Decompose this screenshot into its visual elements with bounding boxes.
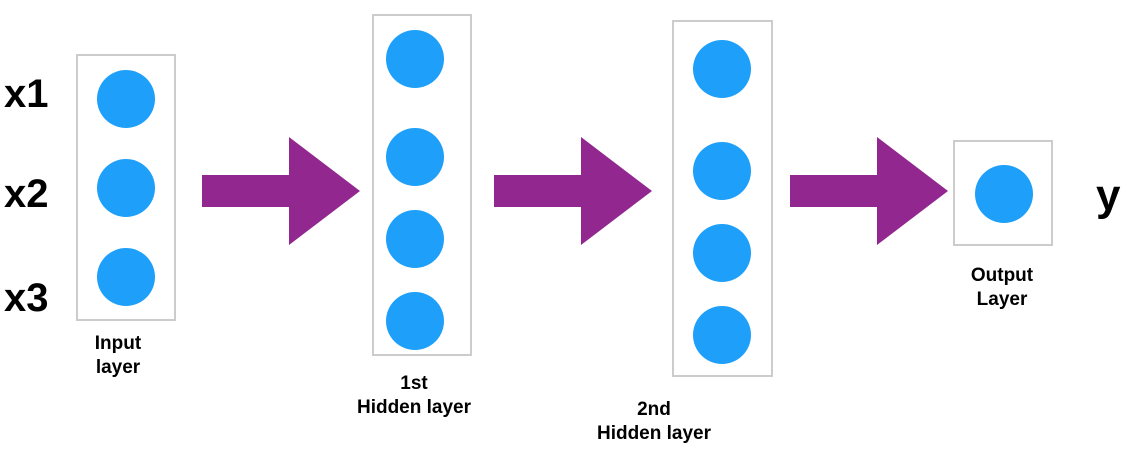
input-label-x3: x3 xyxy=(4,276,49,320)
hidden2-layer-box xyxy=(672,20,773,377)
output-layer-caption-line1: Output xyxy=(970,265,1034,286)
input-layer-caption: Input layer xyxy=(68,332,168,380)
hidden1-neuron-1 xyxy=(386,30,444,88)
arrow-1-shape xyxy=(202,137,360,245)
output-neuron xyxy=(975,165,1033,223)
arrow-3-shape xyxy=(790,137,948,245)
hidden1-layer-caption: 1st Hidden layer xyxy=(334,372,494,420)
arrow-hidden1-to-hidden2 xyxy=(494,137,652,245)
output-label-y: y xyxy=(1096,171,1121,220)
input-layer-caption-line2: layer xyxy=(95,357,141,378)
hidden2-neuron-1 xyxy=(693,40,751,98)
arrow-hidden2-to-output xyxy=(790,137,948,245)
hidden1-neuron-4 xyxy=(386,292,444,350)
input-label-x1: x1 xyxy=(4,72,49,116)
hidden2-neuron-4 xyxy=(693,306,751,364)
arrow-2-shape xyxy=(494,137,652,245)
input-layer-box xyxy=(76,54,176,321)
arrow-input-to-hidden1 xyxy=(202,137,360,245)
input-neuron-1 xyxy=(97,70,155,128)
hidden1-neuron-2 xyxy=(386,128,444,186)
output-layer-box xyxy=(953,140,1053,246)
hidden2-layer-caption: 2nd Hidden layer xyxy=(574,398,734,446)
input-label-x2: x2 xyxy=(4,172,49,216)
hidden1-layer-box xyxy=(372,14,472,356)
hidden2-layer-caption-line2: Hidden layer xyxy=(596,423,712,444)
hidden1-layer-caption-line1: 1st xyxy=(400,373,428,394)
output-layer-caption-line2: Layer xyxy=(976,289,1028,310)
hidden1-neuron-3 xyxy=(386,210,444,268)
hidden2-neuron-3 xyxy=(693,224,751,282)
hidden2-layer-caption-line1: 2nd xyxy=(637,399,671,420)
hidden1-layer-caption-line2: Hidden layer xyxy=(356,397,472,418)
input-layer-caption-line1: Input xyxy=(94,333,142,354)
hidden2-neuron-2 xyxy=(693,142,751,200)
output-layer-caption: Output Layer xyxy=(942,264,1062,312)
input-neuron-3 xyxy=(97,248,155,306)
input-neuron-2 xyxy=(97,159,155,217)
